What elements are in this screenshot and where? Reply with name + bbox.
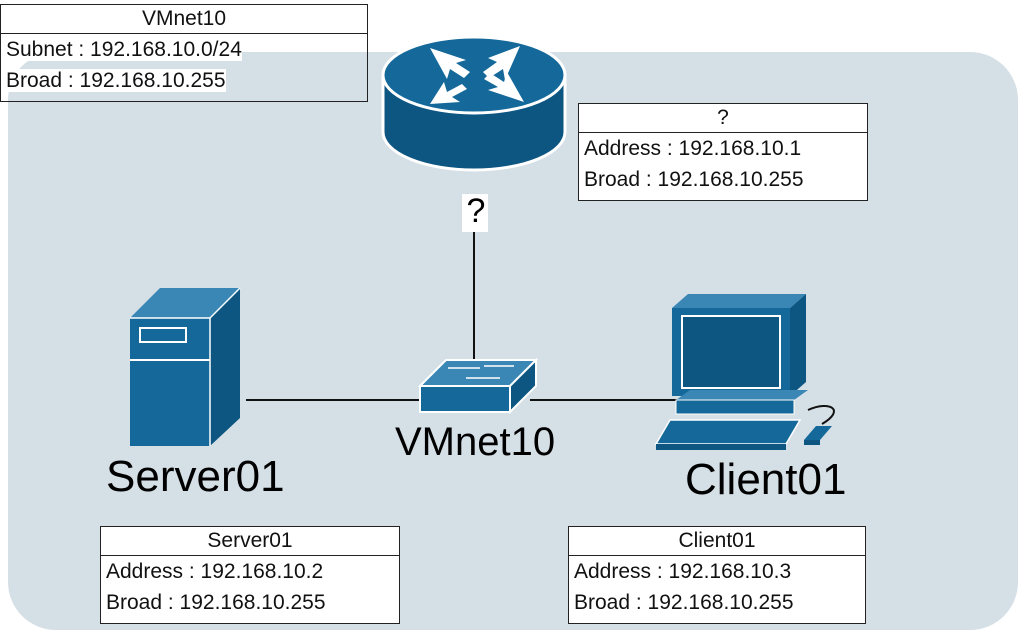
network-broadcast-row: Broad : 192.168.10.255 [6,69,226,92]
client-address-row: Address : 192.168.10.3 [574,560,792,583]
network-info-title: VMnet10 [1,5,367,34]
client-info-title: Client01 [569,527,865,556]
server-address-row: Address : 192.168.10.2 [106,560,324,583]
switch-icon[interactable] [417,357,539,415]
router-icon[interactable] [381,35,567,172]
router-broadcast-row: Broad : 192.168.10.255 [584,168,804,191]
client-broadcast-row: Broad : 192.168.10.255 [574,591,794,614]
server-label: Server01 [106,452,285,501]
network-info-box: VMnet10 Subnet : 192.168.10.0/24 Broad :… [0,4,368,102]
router-info-box: ? Address : 192.168.10.1 Broad : 192.168… [578,103,868,201]
client-label: Client01 [685,455,847,504]
server-broadcast-row: Broad : 192.168.10.255 [106,591,326,614]
client-info-box: Client01 Address : 192.168.10.3 Broad : … [568,526,866,624]
client-icon[interactable] [654,294,835,450]
network-subnet-row: Subnet : 192.168.10.0/24 [6,38,242,61]
switch-label: VMnet10 [395,420,556,464]
router-info-title: ? [579,104,867,133]
server-icon[interactable] [130,287,241,446]
server-info-box: Server01 Address : 192.168.10.2 Broad : … [100,526,400,624]
router-link-label: ? [466,192,486,230]
router-address-row: Address : 192.168.10.1 [584,137,802,160]
router-link-label-bg [462,194,488,232]
connections [246,232,680,401]
server-info-title: Server01 [101,527,399,556]
